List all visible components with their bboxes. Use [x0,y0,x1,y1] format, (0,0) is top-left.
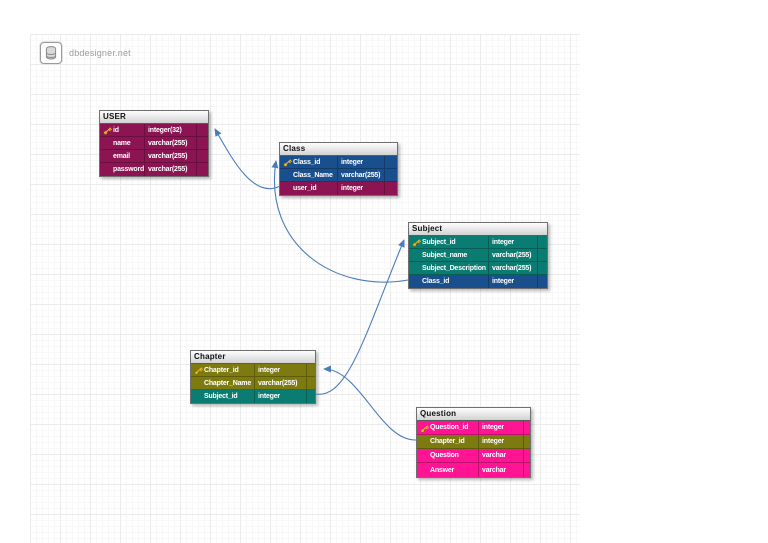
field-type: varchar(255) [492,251,532,259]
field-extra-cell [196,163,208,176]
field-type: varchar(255) [148,152,188,160]
field-extra-cell [523,435,530,448]
app-logo-label: dbdesigner.net [69,48,131,58]
field-name: Class_Name [293,171,333,179]
field-type: integer [341,158,363,166]
field-extra-cell [523,421,530,434]
field-extra-cell [523,449,530,462]
table-row-user-email[interactable]: email varchar(255) [100,150,208,163]
table-row-class-user_id[interactable]: user_id integer [280,182,397,195]
field-extra-cell [537,249,547,261]
primary-key-icon [420,424,429,433]
field-name: id [113,126,119,134]
field-type: varchar(255) [148,166,188,173]
field-name: email [113,152,130,160]
field-type: varchar [482,452,506,459]
table-row-chapter-chapter_name[interactable]: Chapter_Name varchar(255) [191,377,315,390]
field-type: varchar [482,466,506,474]
table-row-class-class_id[interactable]: Class_id integer [280,156,397,169]
table-row-subject-subject_description[interactable]: Subject_Description varchar(255) [409,262,547,275]
table-row-user-password[interactable]: password varchar(255) [100,163,208,176]
table-row-question-answer[interactable]: Answer varchar [417,463,530,477]
table-header-user[interactable]: USER [100,111,208,124]
field-extra-cell [537,275,547,288]
field-type: integer [258,393,280,400]
table-row-subject-subject_name[interactable]: Subject_name varchar(255) [409,249,547,262]
field-extra-cell [306,377,315,389]
field-name: password [113,166,144,173]
table-row-question-question[interactable]: Question varchar [417,449,530,463]
app-logo-button[interactable] [40,42,62,64]
table-row-question-chapter_id[interactable]: Chapter_id integer [417,435,530,449]
field-extra-cell [384,156,397,168]
table-header-subject[interactable]: Subject [409,223,547,236]
field-extra-cell [196,150,208,162]
field-name: Subject_Description [422,264,486,272]
table-row-question-question_id[interactable]: Question_id integer [417,421,530,435]
field-name: Chapter_id [430,438,465,445]
field-name: Subject_id [422,238,456,246]
field-name: Class_id [293,158,321,166]
field-extra-cell [537,236,547,248]
field-extra-cell [306,364,315,376]
field-type: integer(32) [148,126,182,134]
field-type: varchar(255) [148,139,188,147]
field-type: varchar(255) [341,171,381,179]
field-extra-cell [523,463,530,477]
field-name: Question_id [430,424,469,431]
table-header-chapter[interactable]: Chapter [191,351,315,364]
field-extra-cell [384,182,397,195]
field-name: Chapter_Name [204,379,252,387]
field-type: integer [482,424,504,431]
table-row-chapter-chapter_id[interactable]: Chapter_id integer [191,364,315,377]
field-extra-cell [384,169,397,181]
table-row-user-id[interactable]: id integer(32) [100,124,208,137]
field-extra-cell [537,262,547,274]
table-header-class[interactable]: Class [280,143,397,156]
field-type: integer [492,278,514,285]
table-header-question[interactable]: Question [417,408,530,421]
field-type: integer [492,238,514,246]
table-row-subject-class_id[interactable]: Class_id integer [409,275,547,288]
field-name: name [113,139,131,147]
primary-key-icon [194,367,203,375]
field-name: Chapter_id [204,366,239,374]
field-name: Question [430,452,459,459]
table-user[interactable]: USER id integer(32) name varchar(255) email va… [99,110,209,177]
field-name: user_id [293,185,317,192]
field-type: integer [341,185,363,192]
field-type: integer [258,366,280,374]
field-extra-cell [196,124,208,136]
table-row-chapter-subject_id[interactable]: Subject_id integer [191,390,315,403]
primary-key-icon [412,239,421,247]
app-logo: dbdesigner.net [40,42,131,64]
database-icon [45,46,57,60]
field-name: Subject_name [422,251,468,259]
field-type: varchar(255) [258,379,298,387]
field-type: integer [482,438,504,445]
field-name: Class_id [422,278,450,285]
table-row-class-class_name[interactable]: Class_Name varchar(255) [280,169,397,182]
field-name: Answer [430,466,455,474]
field-extra-cell [196,137,208,149]
field-name: Subject_id [204,393,238,400]
primary-key-icon [283,159,292,167]
table-row-user-name[interactable]: name varchar(255) [100,137,208,150]
field-extra-cell [306,390,315,403]
field-type: varchar(255) [492,264,532,272]
table-row-subject-subject_id[interactable]: Subject_id integer [409,236,547,249]
primary-key-icon [103,127,112,135]
